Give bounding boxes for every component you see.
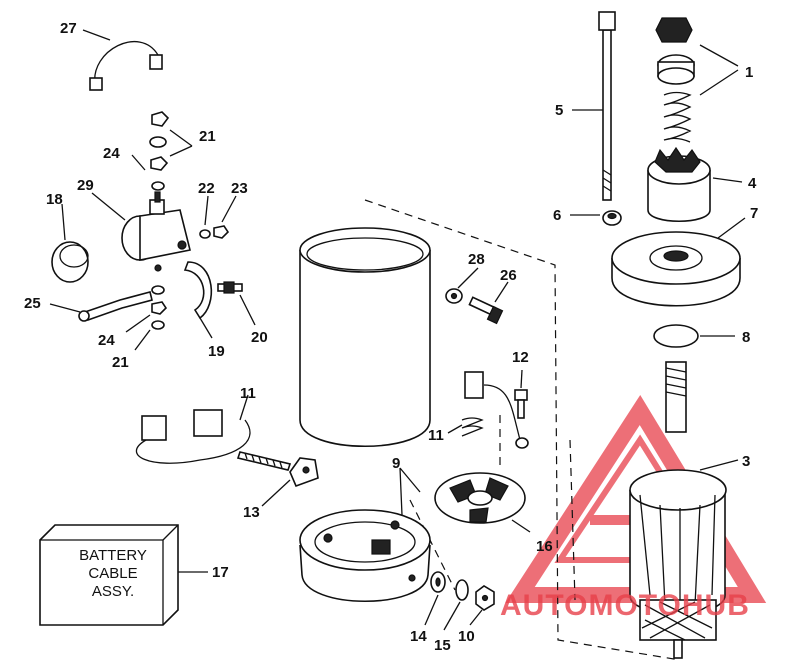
part-5-thru-bolt [598,11,616,201]
part-11-brush-set [135,409,292,471]
battery-cable-label-box: BATTERY CABLE ASSY. [39,524,179,626]
part-14-washer [430,571,446,593]
leader-lines [49,29,746,631]
part-7-end-cap [611,231,741,307]
callout-21-bottom: 21 [112,354,129,371]
callout-1: 1 [745,64,753,81]
part-20-screw [217,281,243,294]
callout-24-top: 24 [103,145,120,162]
part-8-thrust-washer [653,324,699,348]
part-25-solenoid-lead [78,291,153,322]
callout-28: 28 [468,251,485,268]
callout-21-top: 21 [199,128,216,145]
part-27-ground-lead [89,41,163,91]
callout-22: 22 [198,180,215,197]
assembly-guide-lines [364,199,681,661]
callout-17: 17 [212,564,229,581]
part-29-solenoid [121,191,191,272]
battery-box-line3: ASSY. [92,583,134,600]
part-13-terminal [289,457,319,488]
solenoid-nuts-washers [149,111,230,330]
callout-15: 15 [434,637,451,654]
callout-5: 5 [555,102,563,119]
callout-20: 20 [251,329,268,346]
battery-box-line1: BATTERY [79,547,147,564]
callout-12: 12 [512,349,529,366]
callout-11-left: 11 [240,385,256,402]
callout-13: 13 [243,504,260,521]
part-28-washer [445,288,463,304]
part-3-armature [629,361,727,659]
part-12-screw [514,389,528,419]
callout-25: 25 [24,295,41,312]
callout-6: 6 [553,207,561,224]
part-19-bracket [183,261,213,320]
part-18-solenoid-boot [51,241,89,283]
part-16-lower-end-cap [299,509,431,603]
callout-7: 7 [750,205,758,222]
callout-3: 3 [742,453,750,470]
callout-10: 10 [458,628,475,645]
part-26-bolt [468,296,504,325]
callout-11-right: 11 [428,427,444,444]
callout-18: 18 [46,191,63,208]
part-1-drive-nut-spring [655,17,695,143]
callout-26: 26 [500,267,517,284]
watermark-text: AUTOMOTOHUB [500,589,750,622]
callout-23: 23 [231,180,248,197]
part-4-drive-assembly [647,146,711,223]
callout-24-bottom: 24 [98,332,115,349]
callout-19: 19 [208,343,225,360]
callout-8: 8 [742,329,750,346]
callout-27: 27 [60,20,77,37]
callout-16: 16 [536,538,553,555]
callout-14: 14 [410,628,427,645]
callout-4: 4 [748,175,757,192]
callout-9: 9 [392,455,400,472]
part-15-washer [455,579,469,601]
part-frame-housing [299,227,431,447]
part-11-brush-spring [461,371,529,449]
callout-29: 29 [77,177,94,194]
part-6-washer [602,210,622,226]
part-9-brush-plate [434,472,526,524]
part-10-nut [475,585,495,611]
callout-labels: 1 3 4 5 6 7 8 9 10 11 11 12 13 14 15 16 … [24,20,758,654]
battery-box-line2: CABLE [88,565,137,582]
